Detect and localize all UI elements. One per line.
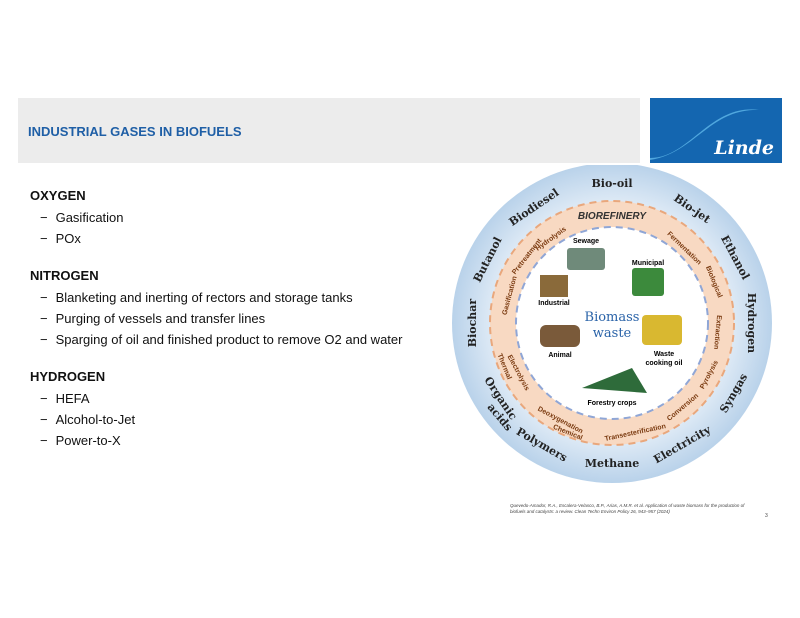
linde-logo: Linde xyxy=(650,98,782,163)
center-label: Biomass xyxy=(585,310,640,325)
section-hydrogen: HYDROGEN HEFA Alcohol-to-Jet Power-to-X xyxy=(30,369,402,448)
source-label: Animal xyxy=(548,352,571,359)
section-title: HYDROGEN xyxy=(30,369,106,384)
source-label: Waste xyxy=(654,351,674,358)
citation: Quevedo-Amador, R.A., Escalera-Velasco, … xyxy=(510,503,745,514)
animal-image xyxy=(540,325,580,347)
source-label: Sewage xyxy=(573,238,599,245)
section-title: OXYGEN xyxy=(30,188,86,203)
title-bar: INDUSTRIAL GASES IN BIOFUELS xyxy=(18,98,640,163)
biorefinery-title: BIOREFINERY xyxy=(578,211,647,222)
page-number: 3 xyxy=(765,513,768,519)
list-item: Gasification xyxy=(30,210,402,225)
product-label: Biochar xyxy=(466,299,479,348)
list-item: Power-to-X xyxy=(30,433,402,448)
center-label: waste xyxy=(593,326,632,341)
list-item: POx xyxy=(30,231,402,246)
source-label: Municipal xyxy=(632,260,664,267)
municipal-waste-image xyxy=(632,268,664,296)
product-label: Methane xyxy=(585,457,639,470)
list-item: Alcohol-to-Jet xyxy=(30,412,402,427)
list-item: HEFA xyxy=(30,391,402,406)
product-label: Bio-oil xyxy=(591,177,632,190)
source-label: Industrial xyxy=(538,300,570,307)
source-label: Forestry crops xyxy=(587,400,636,407)
list-item: Sparging of oil and finished product to … xyxy=(30,332,403,347)
list-item: Purging of vessels and transfer lines xyxy=(30,311,402,326)
source-label: cooking oil xyxy=(646,360,683,367)
product-label: Hydrogen xyxy=(745,293,758,353)
forestry-image xyxy=(582,368,647,393)
list-item: Blanketing and inerting of rectors and s… xyxy=(30,290,402,305)
logo-text: Linde xyxy=(714,137,774,159)
process-label: Extraction xyxy=(712,315,722,350)
cooking-oil-image xyxy=(642,315,682,345)
section-oxygen: OXYGEN Gasification POx xyxy=(30,188,402,246)
biorefinery-diagram: Sewage Municipal Industrial Animal Waste… xyxy=(452,165,772,483)
section-title: NITROGEN xyxy=(30,268,99,283)
section-nitrogen: NITROGEN Blanketing and inerting of rect… xyxy=(30,268,402,347)
slide-title: INDUSTRIAL GASES IN BIOFUELS xyxy=(28,124,242,139)
gas-list: OXYGEN Gasification POx NITROGEN Blanket… xyxy=(30,188,402,470)
industrial-image xyxy=(540,275,568,297)
sewage-image xyxy=(567,248,605,270)
